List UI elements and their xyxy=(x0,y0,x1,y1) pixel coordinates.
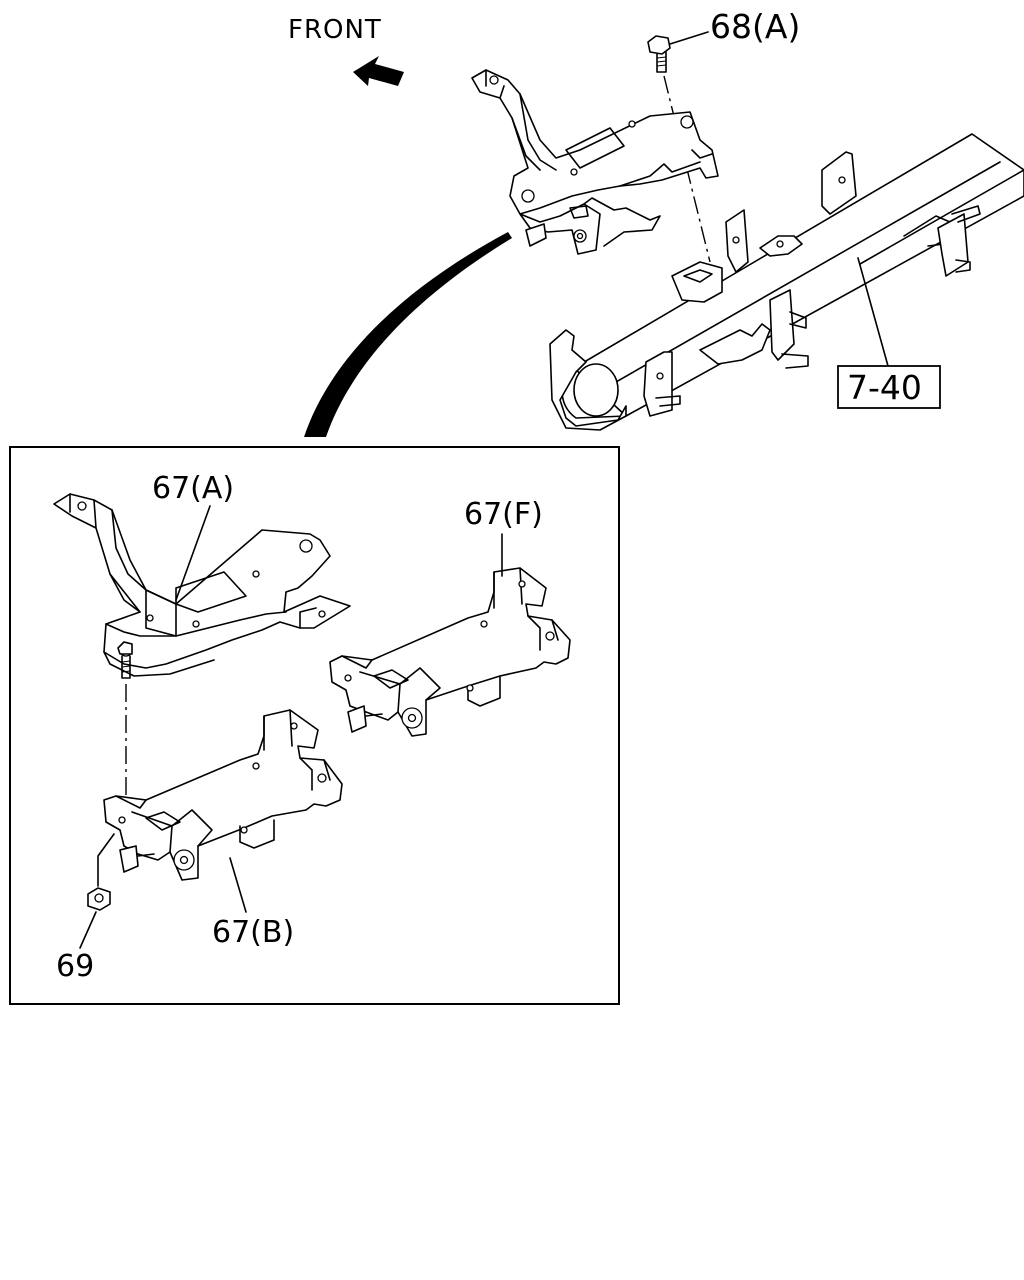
bracket-67f xyxy=(329,567,571,737)
ref-box-7-40 xyxy=(837,365,941,409)
leader-67a xyxy=(175,505,211,601)
detail-frame xyxy=(9,446,620,1005)
callout-67a: 67(A) xyxy=(152,471,234,506)
nut-icon xyxy=(87,887,111,911)
upper-bracket-assembly xyxy=(471,69,719,255)
leader-67b xyxy=(229,857,247,913)
bolt-68a xyxy=(647,31,709,73)
callout-67f: 67(F) xyxy=(464,497,543,532)
front-arrow-icon xyxy=(353,56,404,86)
bracket-67b xyxy=(103,709,343,881)
callout-68a: 68(A) xyxy=(710,7,800,46)
callout-7-40: 7-40 xyxy=(847,368,922,407)
cross-member xyxy=(549,133,1024,431)
front-label: FRONT xyxy=(288,15,382,45)
leader-69 xyxy=(79,911,97,949)
callout-69: 69 xyxy=(56,949,94,984)
callout-67b: 67(B) xyxy=(212,915,294,950)
nut-install-line xyxy=(97,833,115,887)
ref-leader-line xyxy=(857,257,889,367)
bracket-67a xyxy=(53,493,351,677)
screw-icon xyxy=(117,641,133,679)
detail-arrow-icon xyxy=(304,232,512,437)
